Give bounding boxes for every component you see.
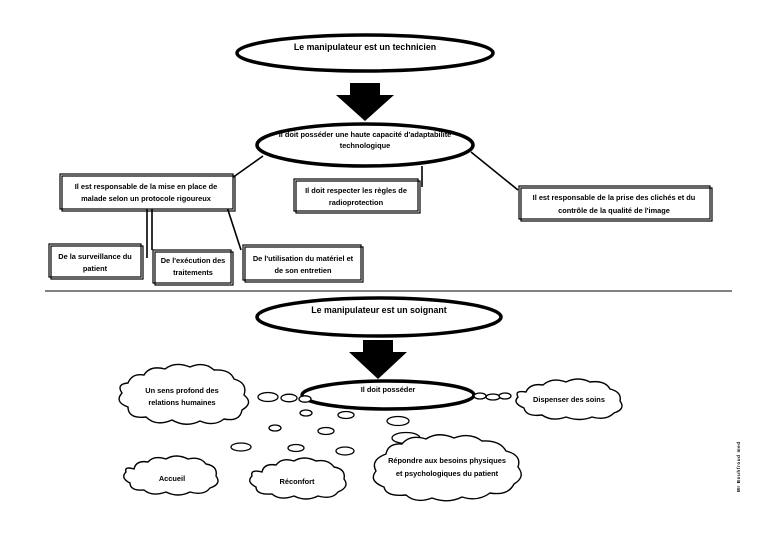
center-ellipse-posseder: Il doit posséder [300, 379, 476, 411]
center-line-2: technologique [340, 141, 391, 150]
cloud-soins-label: Dispenser des soins [533, 395, 605, 404]
thought-bubbles [230, 391, 512, 456]
box-mise-en-place: Il est responsable de la mise en place d… [59, 173, 236, 212]
cloud-dispenser-soins: Dispenser des soins [515, 378, 623, 421]
box-execution: De l'exécution des traitements [152, 249, 234, 286]
box-surv-line-1: De la surveillance du [58, 252, 132, 261]
cloud-reconfort: Réconfort [249, 457, 347, 500]
author-signature: Mr Bouhfroud med [736, 441, 741, 492]
cloud-reconfort-label: Réconfort [280, 477, 315, 486]
cloud-accueil: Accueil [123, 455, 219, 496]
cloud-besoins: Répondre aux besoins physiques et psycho… [372, 434, 522, 502]
down-arrow-bottom [349, 340, 407, 379]
box-surveillance: De la surveillance du patient [48, 243, 144, 280]
title-soignant: Le manipulateur est un soignant [311, 305, 446, 315]
box-cliches: Il est responsable de la prise des clich… [518, 185, 713, 222]
center-line-1: Il doit posséder une haute capacité d'ad… [279, 130, 452, 139]
box-cliches-line-2: contrôle de la qualité de l'image [558, 206, 670, 215]
cloud-sens-line-2: relations humaines [148, 398, 215, 407]
box-util-line-1: De l'utilisation du matériel et [253, 254, 354, 263]
cloud-besoins-line-1: Répondre aux besoins physiques [388, 456, 506, 465]
box-mise-line-2: malade selon un protocole rigoureux [81, 194, 212, 203]
center-posseder: Il doit posséder [361, 385, 416, 394]
title-ellipse-soignant: Le manipulateur est un soignant [255, 296, 503, 338]
cloud-accueil-label: Accueil [159, 474, 185, 483]
box-util-line-2: de son entretien [274, 266, 332, 275]
box-regles-line-2: radioprotection [329, 198, 384, 207]
box-utilisation: De l'utilisation du matériel et de son e… [242, 244, 364, 283]
box-exec-line-2: traitements [173, 268, 213, 277]
title-technicien: Le manipulateur est un technicien [294, 42, 436, 52]
cloud-besoins-line-2: et psychologiques du patient [396, 469, 499, 478]
cloud-sens-line-1: Un sens profond des [145, 386, 219, 395]
center-ellipse-adaptabilite: Il doit posséder une haute capacité d'ad… [255, 122, 475, 168]
down-arrow-top [336, 83, 394, 121]
box-mise-line-1: Il est responsable de la mise en place d… [75, 182, 218, 191]
title-ellipse-technicien: Le manipulateur est un technicien [235, 33, 495, 73]
box-regles-line-1: Il doit respecter les règles de [305, 186, 407, 195]
box-exec-line-1: De l'exécution des [161, 256, 226, 265]
cloud-relations-humaines: Un sens profond des relations humaines [118, 363, 250, 425]
box-radioprotection: Il doit respecter les règles de radiopro… [293, 178, 421, 214]
connector-lines-top [146, 151, 519, 258]
box-cliches-line-1: Il est responsable de la prise des clich… [533, 193, 696, 202]
box-surv-line-2: patient [83, 264, 108, 273]
